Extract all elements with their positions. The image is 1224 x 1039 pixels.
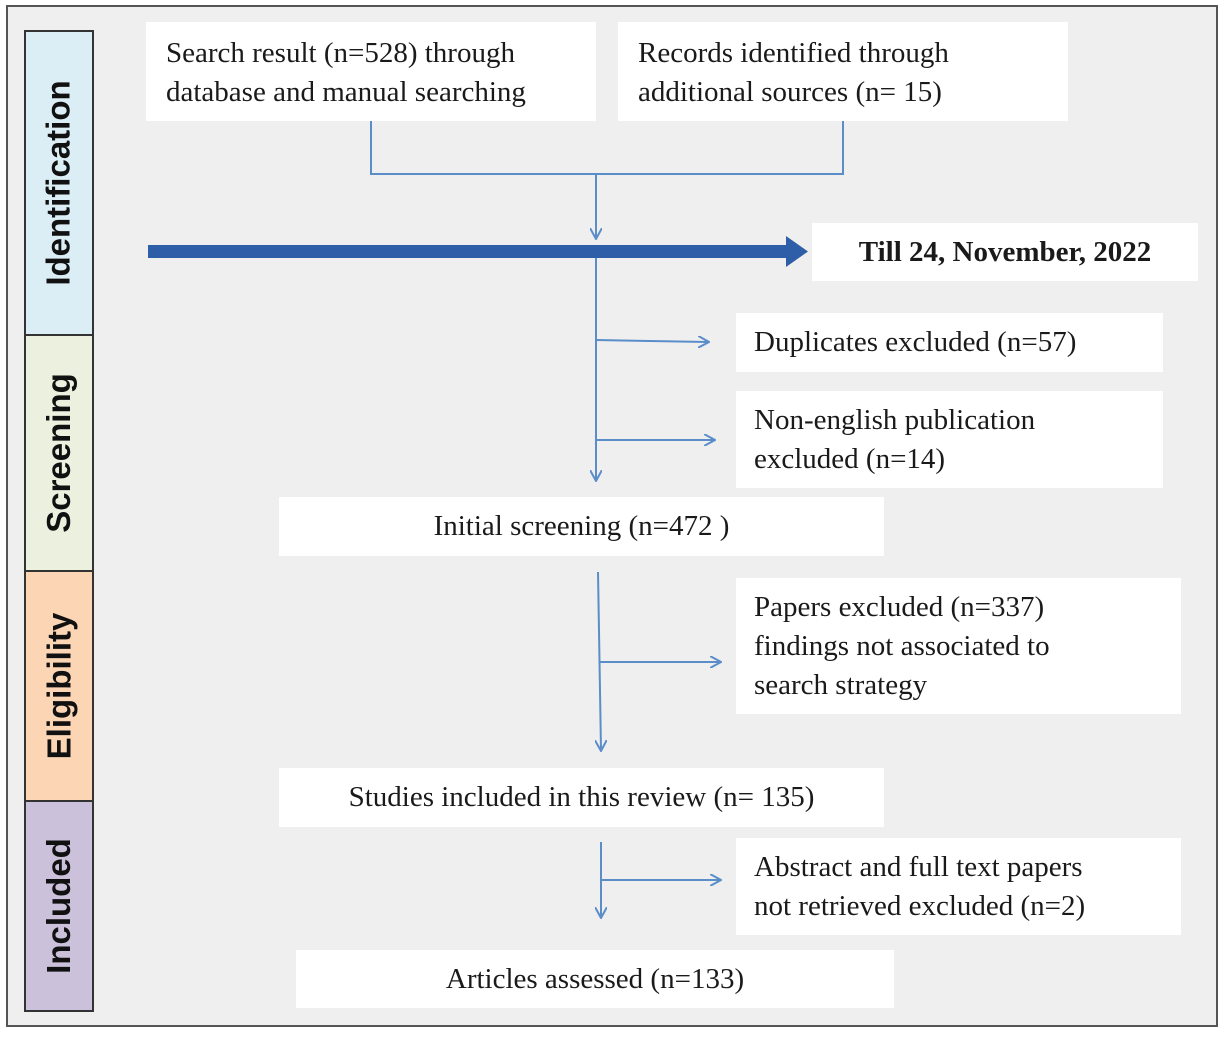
not-retrieved-box: Abstract and full text papers not retrie… <box>736 838 1181 935</box>
initial-screening-box: Initial screening (n=472 ) <box>279 497 884 556</box>
papers-excluded-text: Papers excluded (n=337) findings not ass… <box>754 591 1050 701</box>
timeline-bar <box>148 245 788 258</box>
duplicates-box: Duplicates excluded (n=57) <box>736 313 1163 372</box>
to-duplicates-arrow <box>595 340 708 342</box>
duplicates-text: Duplicates excluded (n=57) <box>754 326 1077 358</box>
studies-included-box: Studies included in this review (n= 135) <box>279 768 884 827</box>
articles-assessed-box: Articles assessed (n=133) <box>296 950 894 1008</box>
timeline-arrowhead <box>786 236 808 267</box>
non-english-text: Non-english publication excluded (n=14) <box>754 404 1036 475</box>
papers-excluded-box: Papers excluded (n=337) findings not ass… <box>736 578 1181 714</box>
articles-assessed-text: Articles assessed (n=133) <box>445 962 745 995</box>
studies-included-text: Studies included in this review (n= 135) <box>348 781 815 813</box>
to-studies-included-arrow <box>598 571 601 750</box>
stage-eligibility: Eligibility <box>24 570 94 802</box>
date-cutoff-text: Till 24, November, 2022 <box>858 235 1152 268</box>
stage-included: Included <box>24 800 94 1012</box>
additional-sources-box: Records identified through additional so… <box>618 22 1068 121</box>
merge-connector <box>370 120 844 175</box>
additional-sources-text: Records identified through additional so… <box>638 37 949 108</box>
stage-identification: Identification <box>24 30 94 336</box>
search-result-box: Search result (n=528) through database a… <box>146 22 596 121</box>
date-cutoff-box: Till 24, November, 2022 <box>812 223 1198 281</box>
initial-screening-text: Initial screening (n=472 ) <box>433 510 730 542</box>
timeline-arrow <box>148 236 808 267</box>
non-english-box: Non-english publication excluded (n=14) <box>736 391 1163 488</box>
search-result-text: Search result (n=528) through database a… <box>166 37 526 108</box>
not-retrieved-text: Abstract and full text papers not retrie… <box>754 851 1086 922</box>
